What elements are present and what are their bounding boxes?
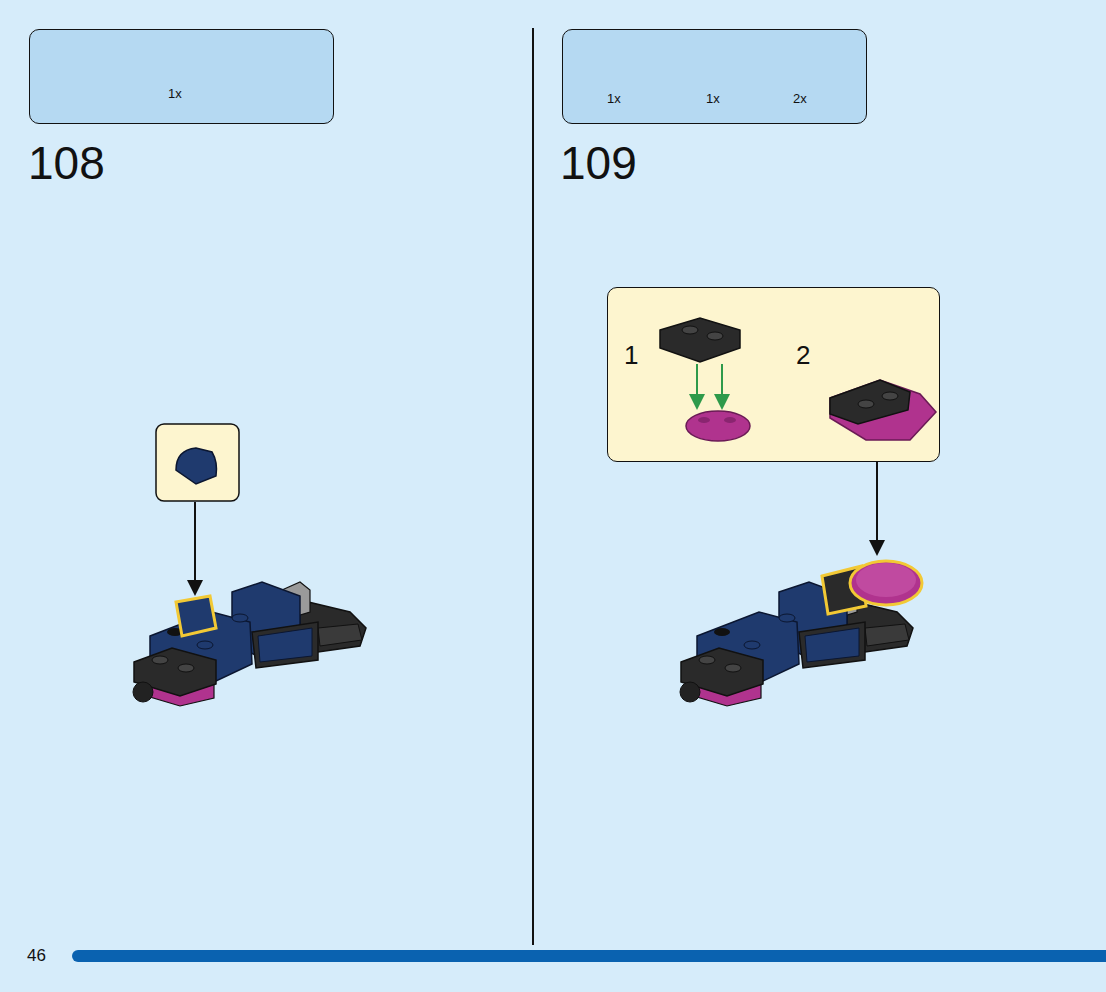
part-count: 1x xyxy=(706,91,720,106)
step-number: 108 xyxy=(28,138,105,189)
page-number: 46 xyxy=(27,947,46,966)
substep-number: 2 xyxy=(796,340,810,371)
substep-number: 1 xyxy=(624,340,638,371)
page-bar xyxy=(72,950,1106,962)
part-count: 1x xyxy=(168,86,182,101)
parts-list-box: 1x xyxy=(29,29,334,124)
subassembly-box: 12 xyxy=(607,287,940,462)
model xyxy=(133,582,366,706)
part-count: 1x xyxy=(607,91,621,106)
part-callout xyxy=(156,424,239,501)
step-number: 109 xyxy=(560,138,637,189)
divider xyxy=(532,28,534,945)
part-count: 2x xyxy=(793,91,807,106)
parts-list-box: 1x 1x 2x xyxy=(562,29,867,124)
